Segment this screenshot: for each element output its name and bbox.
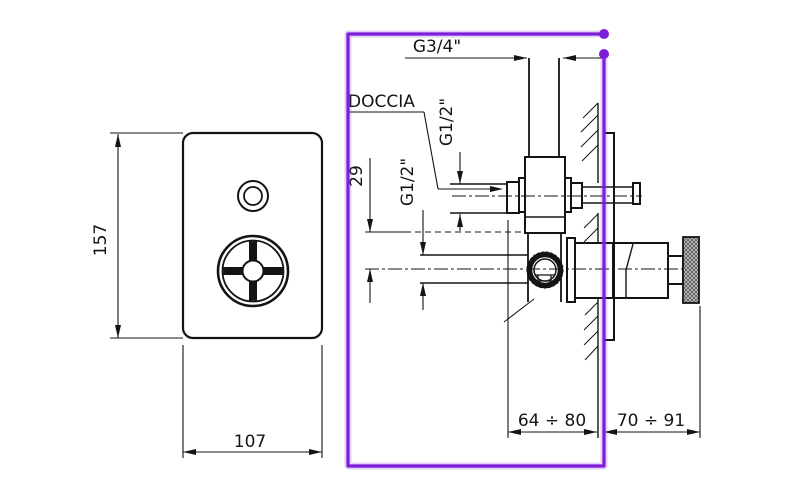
front-view bbox=[110, 131, 324, 458]
g34-thread-label: G3/4" bbox=[413, 37, 461, 57]
arrow-right-icon bbox=[687, 429, 700, 435]
dim-64-80-label: 64 ÷ 80 bbox=[518, 411, 586, 431]
outlet-fitting bbox=[570, 182, 583, 209]
diverter-circle bbox=[526, 251, 564, 289]
arrow-left-icon bbox=[563, 55, 576, 61]
dim-29 bbox=[367, 158, 373, 303]
dim-107-label: 107 bbox=[234, 432, 266, 452]
arrow-right-icon bbox=[309, 449, 322, 455]
g12-outlet-label: G1/2" bbox=[398, 158, 418, 206]
arrow-down-icon bbox=[367, 219, 373, 232]
dim-recess-depth bbox=[507, 220, 597, 438]
dim-g12-outlet bbox=[420, 210, 426, 310]
arrow-down-icon bbox=[420, 242, 426, 255]
arrow-down-icon bbox=[115, 325, 121, 338]
riser-pipe bbox=[528, 58, 560, 157]
labels: G3/4" DOCCIA G1/2" G1/2" 29 157 107 64 ÷… bbox=[91, 37, 685, 452]
doccia-leader bbox=[348, 111, 503, 192]
function-button bbox=[237, 180, 269, 212]
diverter-body bbox=[612, 242, 684, 299]
mixer-valve-body bbox=[450, 156, 641, 234]
wall bbox=[580, 102, 615, 438]
annotation-rect[interactable] bbox=[346, 32, 606, 468]
diverter-valve bbox=[420, 233, 700, 323]
arrow-up-icon bbox=[457, 214, 463, 227]
dim-width-107 bbox=[182, 345, 323, 458]
section-view bbox=[348, 55, 701, 438]
doccia-label: DOCCIA bbox=[348, 92, 415, 112]
annotation-handle-top[interactable] bbox=[599, 29, 609, 39]
dim-g12-inlet bbox=[457, 152, 463, 231]
wall-hatching bbox=[580, 102, 599, 361]
dim-g34 bbox=[405, 55, 604, 61]
arrow-up-icon bbox=[420, 283, 426, 296]
pipe-break-line bbox=[503, 298, 535, 323]
arrow-down-icon bbox=[457, 171, 463, 184]
annotation-overlay[interactable] bbox=[344, 29, 609, 470]
annotation-handle-right[interactable] bbox=[599, 49, 609, 59]
arrow-up-icon bbox=[367, 269, 373, 282]
arrow-right-icon bbox=[514, 55, 527, 61]
arrow-left-icon bbox=[508, 429, 521, 435]
dim-protrusion bbox=[604, 306, 701, 438]
control-wheel bbox=[216, 234, 290, 308]
g12-inlet-label: G1/2" bbox=[437, 98, 457, 146]
mounting-plate bbox=[181, 131, 324, 340]
dim-70-91-label: 70 ÷ 91 bbox=[617, 411, 685, 431]
inlet-fitting bbox=[506, 181, 520, 214]
arrow-left-icon bbox=[183, 449, 196, 455]
arrow-up-icon bbox=[115, 134, 121, 147]
arrow-left-icon bbox=[604, 429, 617, 435]
diverter-flange bbox=[566, 237, 576, 303]
arrow-right-icon bbox=[584, 429, 597, 435]
arrow-right-icon bbox=[490, 186, 503, 192]
centerlines bbox=[365, 195, 700, 270]
dim-157-label: 157 bbox=[91, 224, 111, 256]
shower-stub-pipe bbox=[632, 182, 641, 205]
dim-height-157 bbox=[110, 132, 183, 339]
diverter-stem bbox=[667, 255, 684, 285]
diverter-knurled-knob bbox=[682, 236, 700, 304]
dim-29-label: 29 bbox=[347, 165, 367, 187]
